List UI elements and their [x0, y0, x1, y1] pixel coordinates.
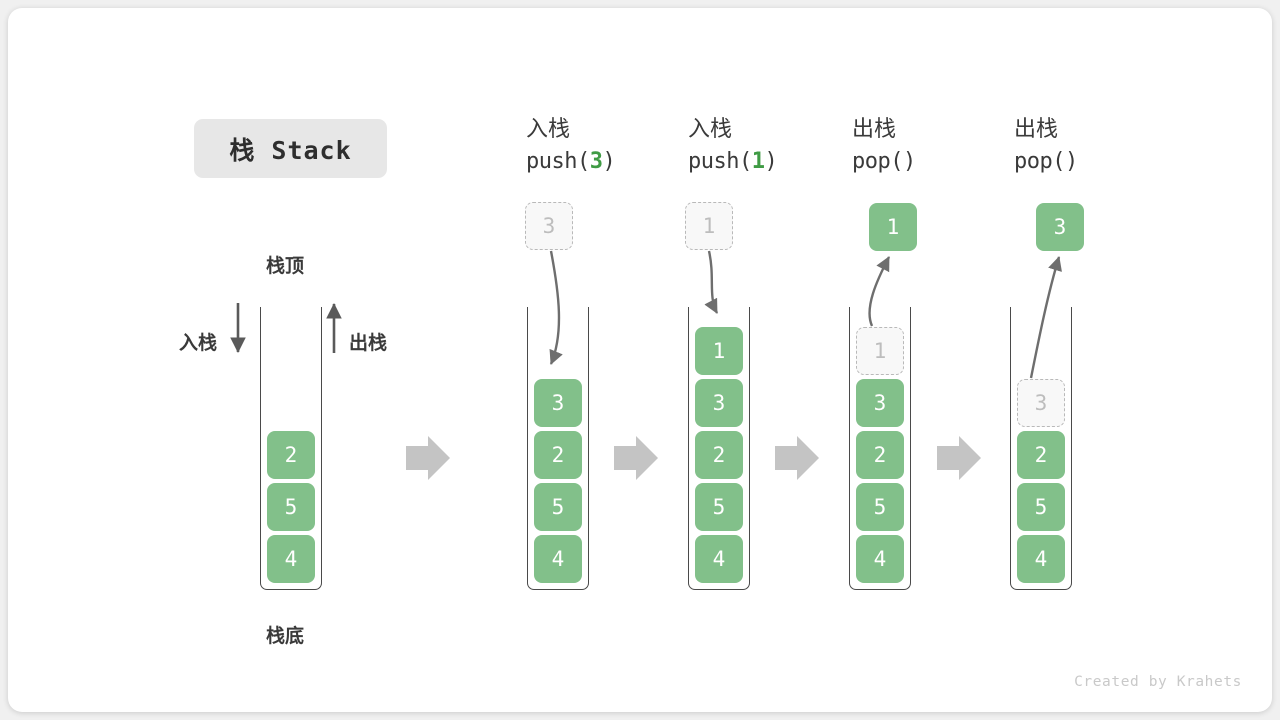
diagram-title: 栈 Stack: [194, 119, 387, 178]
ghost-cell-pop-1: 1: [856, 327, 904, 375]
popped-cell-1: 1: [869, 203, 917, 251]
diagram-card: 栈 Stack 栈顶 入栈 出栈 栈底 2 5 4 入栈 push(3) 3 3…: [8, 8, 1272, 712]
stack-cell: 2: [1017, 431, 1065, 479]
push-1-flow-arrow: [704, 250, 719, 314]
column-header-cn: 出栈: [852, 117, 897, 142]
stage-arrow-2: [614, 436, 658, 480]
stack-cell: 5: [267, 483, 315, 531]
stack-cell: 4: [534, 535, 582, 583]
stack-cell: 4: [695, 535, 743, 583]
watermark-credit: Created by Krahets: [1074, 674, 1242, 690]
stack-cell: 2: [267, 431, 315, 479]
stack-cell: 3: [856, 379, 904, 427]
stack-top-label: 栈顶: [266, 255, 305, 277]
code-arg: 3: [589, 149, 603, 174]
stack-cell: 2: [695, 431, 743, 479]
arrow-overlay: [230, 250, 1062, 480]
popped-cell-3: 3: [1036, 203, 1084, 251]
stack-cell: 5: [1017, 483, 1065, 531]
column-header-pop-1: 出栈 pop(): [852, 115, 1032, 179]
column-header-code: push(1): [688, 149, 778, 174]
code-arg: 1: [751, 149, 765, 174]
stack-container-pop-3: [1010, 307, 1072, 590]
column-header-push-3: 入栈 push(3): [526, 115, 706, 179]
stack-cell: 5: [856, 483, 904, 531]
ghost-cell-pop-3: 3: [1017, 379, 1065, 427]
column-header-push-1: 入栈 push(1): [688, 115, 868, 179]
column-header-code: push(3): [526, 149, 616, 174]
stack-container-pop-1: [849, 307, 911, 590]
stack-cell: 3: [695, 379, 743, 427]
stage-arrow-1: [406, 436, 450, 480]
stack-cell: 1: [695, 327, 743, 375]
push-direction-label: 入栈: [179, 332, 218, 354]
column-header-cn: 出栈: [1014, 117, 1059, 142]
ghost-cell-push-1: 1: [685, 202, 733, 250]
stack-cell: 5: [534, 483, 582, 531]
stack-cell: 4: [1017, 535, 1065, 583]
stack-container-push-1: [688, 307, 750, 590]
ghost-cell-push-3: 3: [525, 202, 573, 250]
stage-arrow-4: [937, 436, 981, 480]
stack-cell: 2: [534, 431, 582, 479]
stack-cell: 3: [534, 379, 582, 427]
pop-direction-label: 出栈: [349, 332, 388, 354]
stack-container-push-3: [527, 307, 589, 590]
stack-cell: 2: [856, 431, 904, 479]
column-header-code: pop(): [852, 149, 916, 174]
column-header-cn: 入栈: [688, 117, 733, 142]
stack-cell: 4: [856, 535, 904, 583]
column-header-pop-3: 出栈 pop(): [1014, 115, 1194, 179]
column-header-cn: 入栈: [526, 117, 571, 142]
stack-cell: 5: [695, 483, 743, 531]
stack-cell: 4: [267, 535, 315, 583]
stage-arrow-3: [775, 436, 819, 480]
column-header-code: pop(): [1014, 149, 1078, 174]
stack-container-initial: [260, 307, 322, 590]
stack-bottom-label: 栈底: [266, 625, 305, 647]
